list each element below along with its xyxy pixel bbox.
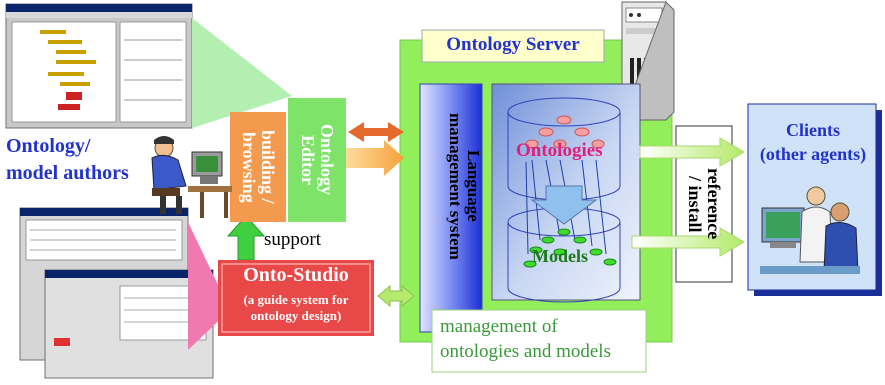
clients-people-icon — [760, 186, 860, 274]
editor-server-double-arrow — [348, 122, 404, 142]
studio-server-double-arrow — [377, 284, 415, 308]
language-management-label: Language management system — [446, 112, 483, 260]
ontologies-label: Ontologies — [516, 140, 603, 161]
author-person-icon — [151, 136, 232, 218]
building-browsing-box — [230, 112, 286, 222]
support-up-arrow — [226, 215, 266, 261]
ontology-server-title: Ontology Server — [446, 34, 580, 55]
down-arrow — [530, 185, 598, 225]
clients-label: Clients (other agents) — [759, 120, 867, 165]
editor-to-server-arrow — [340, 140, 404, 176]
ontology-editor-box — [288, 98, 346, 222]
management-caption-box — [431, 309, 647, 373]
onto-studio-title: Onto-Studio — [243, 264, 349, 286]
onto-studio-box — [218, 260, 374, 336]
reference-arrow-top — [639, 137, 745, 167]
support-label: support — [264, 229, 321, 250]
editor-callout-triangle — [192, 18, 292, 128]
onto-studio-subtitle: (a guide system for ontology design) — [243, 292, 349, 324]
language-management-bar — [419, 83, 483, 333]
reference-arrow-bottom — [631, 227, 745, 257]
ontology-server-title-box — [421, 29, 605, 63]
models-label: Models — [532, 246, 588, 266]
model-nodes — [523, 228, 617, 268]
reference-install-label: reference / install — [685, 168, 724, 240]
building-browsing-label: building / browsing — [239, 130, 278, 204]
authors-label: Ontology/ model authors — [6, 135, 129, 184]
editor-screenshot — [5, 3, 193, 129]
onto-studio-inner-border — [221, 263, 371, 333]
ontology-editor-label: Ontology Editor — [298, 124, 337, 196]
studio-screenshot-front — [44, 269, 214, 379]
management-caption: management of ontologies and models — [440, 316, 611, 362]
ontology-nodes — [525, 115, 605, 149]
